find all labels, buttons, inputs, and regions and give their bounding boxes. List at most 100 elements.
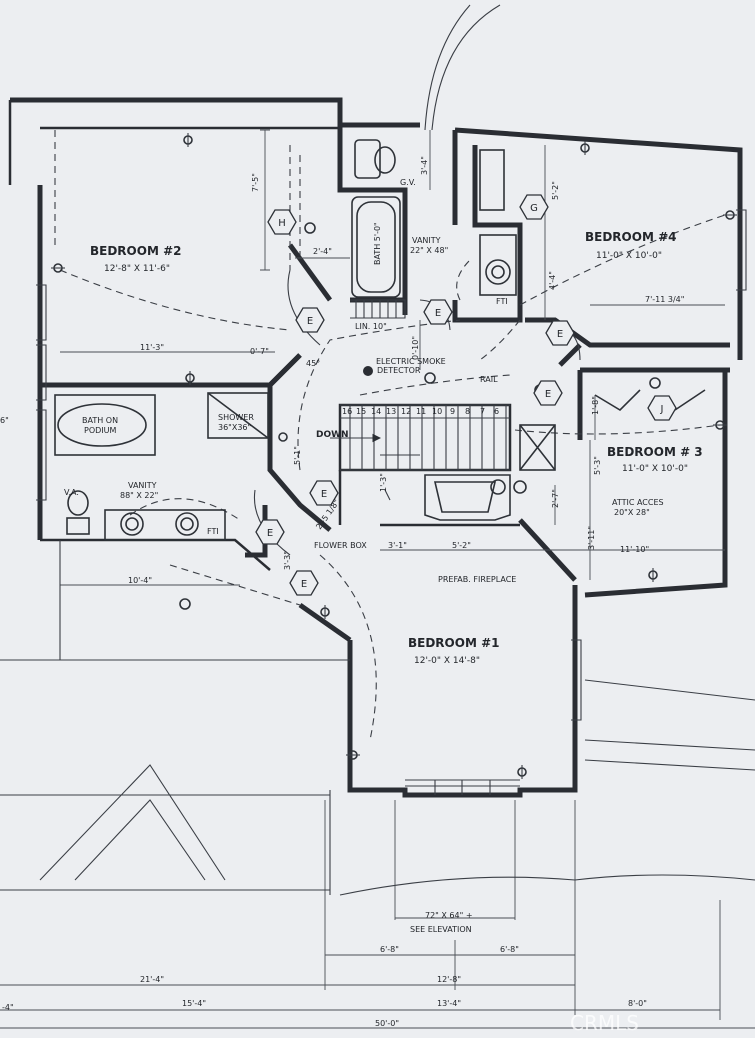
e-symbol: E <box>255 519 285 545</box>
shower-label: SHOWER <box>218 413 254 422</box>
smoke-detector-label: DETECTOR <box>377 366 421 375</box>
room-name-bedroom-2: BEDROOM #2 <box>90 244 181 258</box>
windows <box>36 209 747 795</box>
window-size-label: 72" X 64" + <box>425 911 473 920</box>
dimension-label: 5'-2" <box>452 541 471 550</box>
dimension-label: 0'-7" <box>250 347 269 356</box>
room-size-bedroom-3: 11'-0" X 10'-0" <box>622 464 688 474</box>
stairs <box>330 404 510 501</box>
dimension-label: 1'-8" <box>591 396 600 415</box>
stair-number: 6 <box>494 407 499 416</box>
linen-label: LIN. 10" <box>355 322 387 331</box>
window-note-label: SEE ELEVATION <box>410 925 472 934</box>
dimension-label: 10'-4" <box>128 576 152 585</box>
gas-valve-label: G.V. <box>400 178 416 187</box>
dimension-label: 12'-8" <box>437 975 461 984</box>
fixtures <box>54 139 706 541</box>
bath-tub-label: BATH 5'-0" <box>373 222 382 265</box>
h-symbol: H <box>267 209 297 235</box>
vanity-small-size-label: 22" X 48" <box>410 246 448 255</box>
dimension-label: 3'-4" <box>420 156 429 175</box>
dimension-label: 3'-11" <box>587 526 596 550</box>
room-labels: BEDROOM #2 12'-8" X 11'-6" BEDROOM #4 11… <box>90 230 703 666</box>
dimension-label: 15'-4" <box>182 999 206 1008</box>
vanity-small-label: VANITY <box>412 236 441 245</box>
dimension-label: 6'-8" <box>500 945 519 954</box>
dimension-label: 7'-5" <box>251 173 260 192</box>
vanity-label: VANITY <box>128 481 157 490</box>
stair-number: 13 <box>386 407 396 416</box>
stair-number: 8 <box>465 407 470 416</box>
room-name-bedroom-4: BEDROOM #4 <box>585 230 676 244</box>
stair-number: 12 <box>401 407 411 416</box>
room-size-bedroom-2: 12'-8" X 11'-6" <box>104 264 170 274</box>
bath-podium-label: PODIUM <box>84 426 116 435</box>
room-size-bedroom-4: 11'-0" X 10'-0" <box>596 251 662 261</box>
shower-size-label: 36"X36" <box>218 423 251 432</box>
dimension-label: 7'-11 3/4" <box>645 295 684 304</box>
stair-numbers: 16 15 14 13 12 11 10 9 8 7 6 <box>342 407 499 416</box>
electrical-hexagons: E E E E E E E H <box>255 194 677 596</box>
dimension-label: 1'-3" <box>379 473 388 492</box>
dashed-lines <box>54 130 726 741</box>
vanity-size-label: 88" X 22" <box>120 491 158 500</box>
stair-number: 16 <box>342 407 352 416</box>
svg-text:E: E <box>435 308 441 319</box>
dimension-label: 6" <box>0 416 9 425</box>
stair-number: 11 <box>416 407 426 416</box>
stair-number: 7 <box>480 407 485 416</box>
dimension-label: 13'-4" <box>437 999 461 1008</box>
note-labels: BATH ON PODIUM SHOWER 36"X36" VANITY 88"… <box>64 178 664 934</box>
bath-podium-label: BATH ON <box>82 416 118 425</box>
room-size-bedroom-1: 12'-0" X 14'-8" <box>414 656 480 666</box>
svg-text:E: E <box>545 389 551 400</box>
e-symbol: E <box>423 299 453 325</box>
j-symbol: J <box>647 395 677 421</box>
svg-text:J: J <box>660 404 664 415</box>
svg-text:E: E <box>301 579 307 590</box>
svg-text:E: E <box>321 489 327 500</box>
svg-text:E: E <box>267 528 273 539</box>
dimension-label: 21'-4" <box>140 975 164 984</box>
e-symbol: E <box>295 307 325 333</box>
g-symbol: G <box>519 194 549 220</box>
svg-text:E: E <box>307 316 313 327</box>
stair-down-label: DOWN <box>316 430 349 440</box>
e-symbol: E <box>545 320 575 346</box>
dimension-label: 5'-1" <box>293 446 302 465</box>
smoke-detector-label: ELECTRIC SMOKE <box>376 357 446 366</box>
svg-text:G: G <box>530 203 538 214</box>
svg-text:H: H <box>278 218 286 229</box>
top-arc <box>431 4 501 131</box>
room-name-bedroom-1: BEDROOM #1 <box>408 636 499 650</box>
watermark: CRMLS <box>570 1011 639 1035</box>
dimension-label: 0'-10" <box>411 336 420 360</box>
stair-number: 14 <box>371 407 381 416</box>
flower-box-label: FLOWER BOX <box>314 541 367 550</box>
dimension-label: 11'-10" <box>620 545 649 554</box>
dimension-label: 8'-0" <box>628 999 647 1008</box>
electrical-symbols <box>51 133 737 779</box>
dimension-label: 3'-1" <box>388 541 407 550</box>
dimension-label: 5'-3" <box>593 456 602 475</box>
fti-label: FTI <box>207 527 219 536</box>
dimension-label: 45° <box>306 359 320 368</box>
dimension-label: -4" <box>2 1003 14 1012</box>
e-symbol: E <box>309 480 339 506</box>
dimension-label: 6'-8" <box>380 945 399 954</box>
dimension-label: 2'-4" <box>313 247 332 256</box>
dimension-label: 50'-0" <box>375 1019 399 1028</box>
dimension-label: 4'-4" <box>548 271 557 290</box>
fti-label: FTI <box>496 297 508 306</box>
stair-number: 10 <box>432 407 442 416</box>
top-arc-inner <box>424 4 471 131</box>
svg-text:E: E <box>557 329 563 340</box>
room-name-bedroom-3: BEDROOM # 3 <box>607 445 703 459</box>
e-symbol: E <box>289 570 319 596</box>
attic-access-size-label: 20"X 28" <box>614 508 650 517</box>
attic-access-label: ATTIC ACCES <box>612 498 664 507</box>
fireplace-label: PREFAB. FIREPLACE <box>438 575 516 584</box>
dimension-label: 2'-7" <box>551 489 560 508</box>
